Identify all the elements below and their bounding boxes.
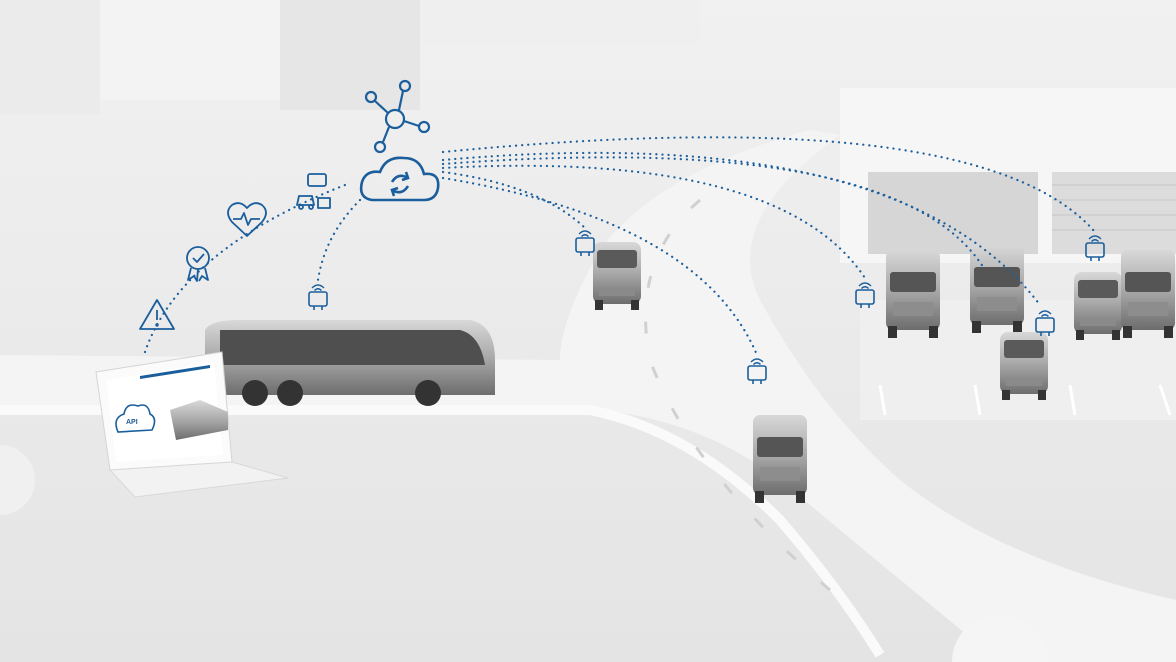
depot-door xyxy=(868,172,1038,254)
network-hub-icon xyxy=(364,79,431,154)
coach-bus xyxy=(205,320,495,406)
van-parked-1 xyxy=(1074,272,1122,340)
vehicles-icon xyxy=(296,173,331,210)
laptop: API xyxy=(95,351,289,498)
certificate-badge-icon xyxy=(186,246,210,282)
api-cloud-icon: API xyxy=(115,404,156,433)
van-parked-2 xyxy=(1000,332,1048,400)
warning-icon xyxy=(139,299,175,330)
truck-parked-1 xyxy=(886,250,940,338)
truck-tractor xyxy=(753,415,807,503)
cloud-sync-icon xyxy=(359,156,440,202)
decor-sphere xyxy=(952,614,1048,662)
decor-sphere xyxy=(0,445,35,515)
connection-lines xyxy=(143,136,1097,357)
heart-rate-icon xyxy=(227,202,267,237)
api-label: API xyxy=(126,419,138,426)
truck-parked-3 xyxy=(1121,250,1175,338)
background-buildings xyxy=(0,0,1176,263)
laptop-truck-image xyxy=(170,400,228,440)
van-road xyxy=(593,242,641,310)
truck-parked-2 xyxy=(970,245,1024,333)
